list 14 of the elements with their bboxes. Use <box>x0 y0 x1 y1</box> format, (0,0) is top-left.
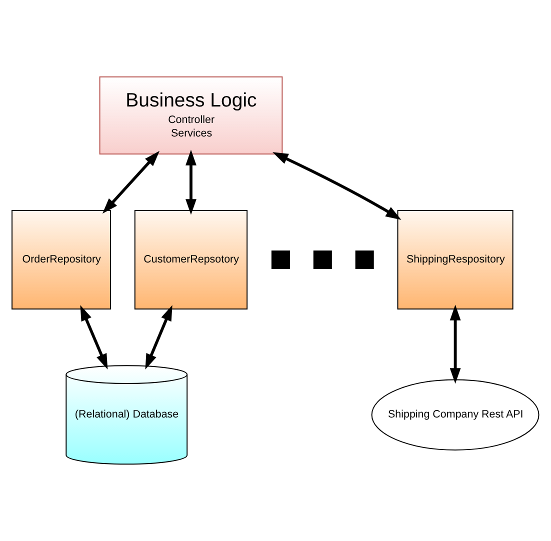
arrow <box>102 150 160 214</box>
node-box: OrderRepository <box>12 210 112 310</box>
node-box <box>313 250 332 270</box>
node-box: Business Logic Controller Services <box>99 76 283 154</box>
arrow <box>186 150 196 215</box>
node-box: ShippingRespository <box>397 210 514 310</box>
arrow <box>272 152 402 220</box>
node-box: CustomerRepsotory <box>134 210 248 310</box>
node-ellipse: Shipping Company Rest API <box>371 379 540 450</box>
arrow <box>450 304 461 384</box>
node-box <box>271 250 290 270</box>
arrow <box>145 305 172 370</box>
arrow <box>80 305 108 370</box>
node-box <box>355 250 374 270</box>
